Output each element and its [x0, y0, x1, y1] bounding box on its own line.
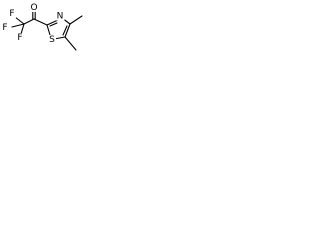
atom-labels: O F F F N S — [1, 3, 65, 45]
bond-c4-c5 — [64, 23, 71, 38]
bond-cf3-f-left — [11, 23, 25, 28]
bond-c2-n — [46, 19, 59, 26]
chemical-structure: O F F F N S — [1, 3, 83, 51]
sulfur-label: S — [49, 35, 55, 45]
bond-c5-methyl — [64, 36, 77, 51]
bond-cf3-f-bottom — [20, 23, 25, 35]
fluorine-bottom-label: F — [17, 33, 22, 43]
bond-c2-n-inner — [49, 22, 58, 27]
bond-s-c2 — [46, 24, 51, 36]
fluorine-top-label: F — [9, 9, 14, 19]
bonds — [11, 9, 83, 51]
bond-cf3-carbonyl — [23, 18, 35, 25]
fluorine-left-label: F — [2, 23, 7, 33]
bond-cf3-f-top — [14, 16, 25, 25]
bond-carbonyl-ring — [33, 18, 48, 26]
oxygen-label: O — [30, 3, 37, 13]
bond-c4-c5-inner — [62, 25, 68, 36]
nitrogen-label: N — [57, 12, 64, 22]
bond-c4-methyl — [69, 15, 83, 25]
